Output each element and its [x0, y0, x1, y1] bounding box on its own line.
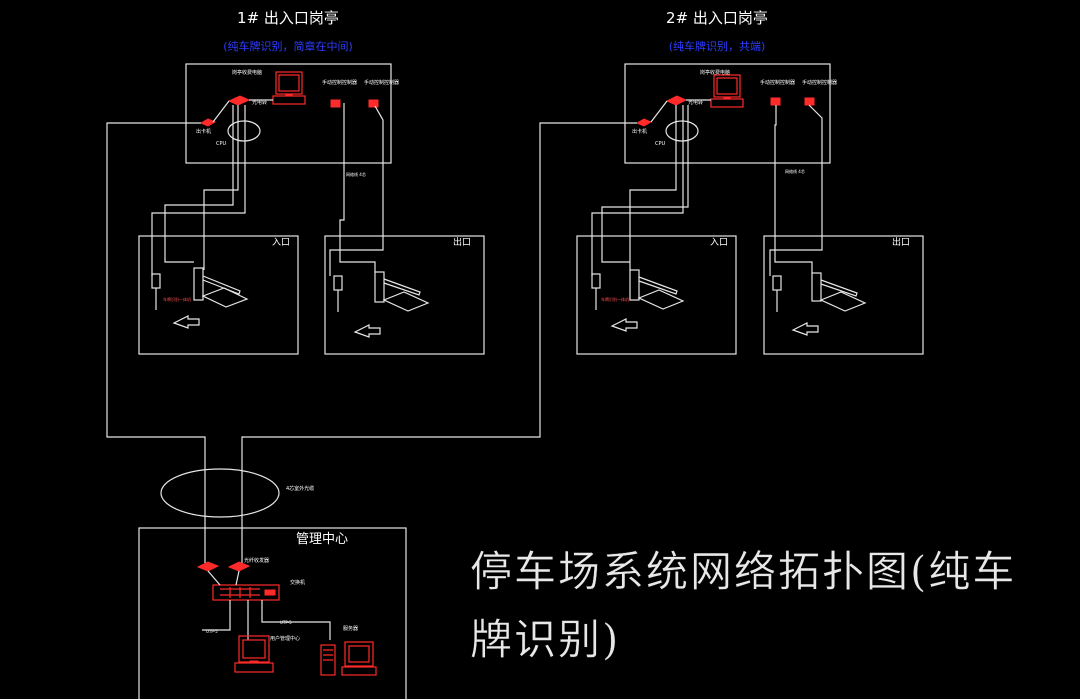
center-converter-1	[196, 561, 220, 572]
booth-2-controller-1	[770, 97, 781, 106]
booth-2-entry-label: 入口	[710, 237, 728, 248]
booth-1-entry-lane	[138, 235, 299, 355]
booth-1-small-label-2: 光电转	[252, 99, 267, 106]
booth-2-entry-lane	[576, 235, 737, 355]
booth-1-card-unit	[199, 118, 217, 127]
booth-2: 2# 出入口岗亭 (纯车牌识别，共端) 岗亭收费电脑 光电转 出卡机 CPU 手…	[576, 9, 924, 355]
center-switch-label: 交换机	[290, 579, 305, 586]
booth-1-entry-barrier	[151, 267, 249, 329]
center-converter-2	[227, 561, 251, 572]
booth-2-exit-lane	[763, 235, 924, 355]
booth-1-entry-label: 入口	[272, 237, 290, 248]
booth-1-subtitle: (纯车牌识别，简章在中间)	[223, 39, 353, 53]
center-server-label: 服务器	[343, 625, 358, 632]
booth-1-hub-ellipse	[227, 120, 261, 142]
booth-1-switch	[227, 95, 251, 106]
booth-2-small-label-2: 光电转	[688, 99, 703, 106]
cloud-label: 4芯室外光缆	[286, 485, 314, 492]
diagram-title: 停车场系统网络拓扑图(纯车牌识别)	[470, 547, 1017, 664]
booth-1-exit-lane	[324, 235, 485, 355]
center-workstation	[234, 635, 274, 673]
booth-1-device-label-2: 手动控制控制器	[364, 79, 399, 86]
booth-2-device-label-1: 手动控制控制器	[760, 79, 795, 86]
booth-2-pc-label: 岗亭收费电脑	[700, 69, 730, 76]
booth-1-controller-2	[368, 99, 379, 108]
booth-1-exit-barrier	[333, 271, 430, 338]
booth-1-pc-label: 岗亭收费电脑	[232, 69, 262, 76]
booth-1-title: 1# 出入口岗亭	[237, 9, 339, 27]
center-converter-label: 光纤收发器	[244, 557, 269, 564]
booth-2-card-unit	[635, 118, 653, 127]
center-workstation-label: 用户管理中心	[270, 635, 300, 642]
fiber-cloud	[160, 468, 280, 518]
booth-1-small-label-4: CPU	[216, 141, 227, 147]
booth-1-small-label-1: 出卡机	[196, 128, 211, 135]
center-box	[138, 527, 407, 699]
booth-2-entry-camera-label: 车牌识别一体机	[601, 296, 629, 302]
booth-2-device-label-2: 手动控制控制器	[802, 79, 837, 86]
booth-2-title: 2# 出入口岗亭	[666, 9, 768, 27]
center-cable-label-2: UTP-5	[280, 620, 292, 625]
booth-2-hub-ellipse	[665, 120, 699, 142]
center-switch	[212, 584, 280, 601]
booth-2-cable-label: 网络线 4芯	[785, 168, 805, 174]
booth-2-controller-2	[804, 97, 815, 106]
booth-1-exit-label: 出口	[453, 236, 471, 248]
center-cable-label-1: UTP-5	[206, 629, 218, 634]
network-wiring	[106, 99, 823, 563]
booth-2-exit-label: 出口	[892, 236, 910, 248]
booth-1-box	[185, 63, 392, 164]
booth-1-cable-label: 网络线 4芯	[346, 171, 366, 177]
booth-1-pc	[272, 71, 306, 105]
booth-1-controller-1	[330, 99, 341, 108]
booth-2-box	[624, 63, 831, 164]
booth-2-exit-barrier	[772, 272, 867, 336]
booth-2-small-label-1: 出卡机	[632, 128, 647, 135]
booth-2-pc	[710, 74, 744, 108]
booth-2-switch	[665, 95, 688, 106]
management-center: 管理中心 光纤收发器 交换机 UTP-5 UTP-5 用户管理中心 服务器	[138, 527, 407, 699]
booth-1: 1# 出入口岗亭 (纯车牌识别，简章在中间) 岗亭收费电脑 光电转 出卡机 CP…	[138, 9, 485, 355]
booth-2-subtitle: (纯车牌识别，共端)	[669, 39, 766, 53]
booth-1-device-label-1: 手动控制控制器	[322, 79, 357, 86]
booth-2-small-label-3: CPU	[655, 141, 666, 147]
booth-2-entry-barrier	[591, 269, 685, 332]
center-server	[320, 641, 377, 676]
center-title: 管理中心	[296, 532, 348, 547]
booth-1-entry-camera-label: 车牌识别一体机	[163, 296, 191, 302]
